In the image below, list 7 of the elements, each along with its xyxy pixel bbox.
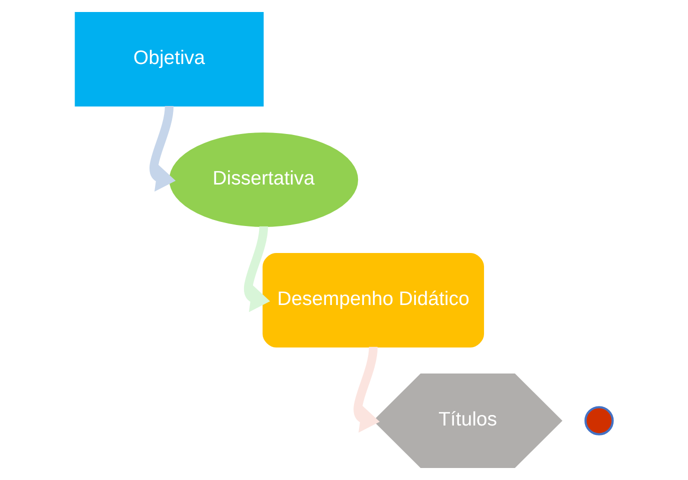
node-box: Desempenho Didático [262,253,484,348]
node-ellipse: Dissertativa [169,132,358,227]
arrow [150,106,176,192]
node-box: Objetiva [74,12,264,106]
arrow [244,226,270,312]
node-circle [584,406,614,436]
arrow [354,346,380,433]
